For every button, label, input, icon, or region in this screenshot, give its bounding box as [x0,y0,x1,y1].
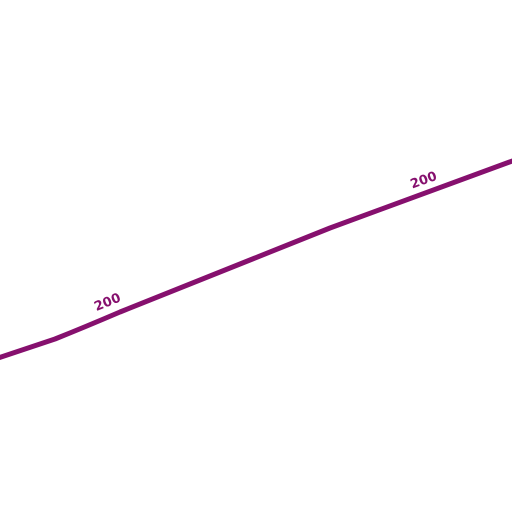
road-200-line[interactable] [0,158,512,360]
